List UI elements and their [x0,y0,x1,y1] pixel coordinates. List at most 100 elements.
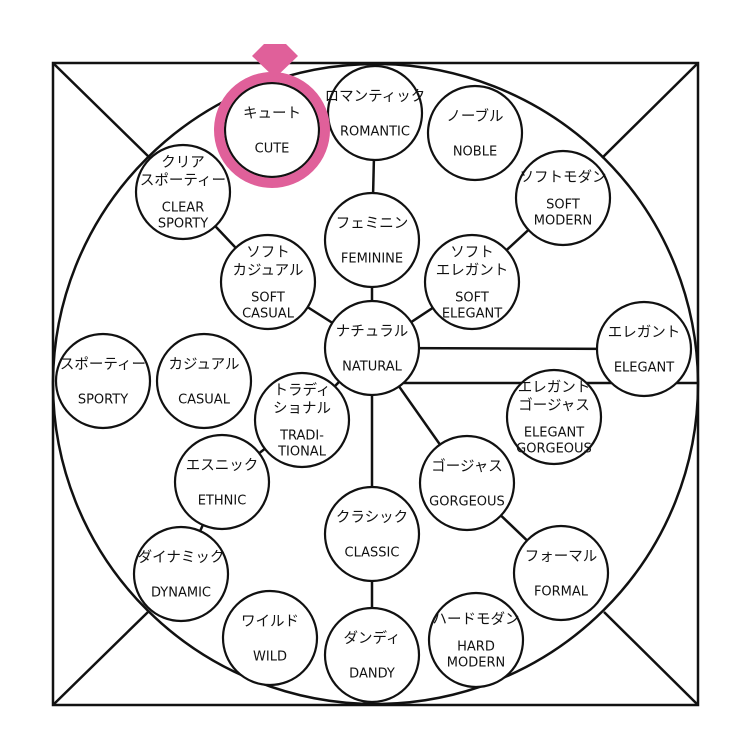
node-formal: フォーマル FORMAL [512,524,610,622]
node-circle [134,143,232,241]
node-label-en: ETHNIC [198,493,247,508]
node-label-jp: エスニック [186,457,259,474]
node-circle [219,233,317,331]
node-label-jp: クリア [161,154,205,171]
corner-diagonal-top-right [601,62,699,159]
node-label-jp: エレガント [608,324,681,341]
node-label-jp: ダイナミック [138,549,225,566]
ring-gem [252,44,298,78]
node-label-jp: ショナル [273,401,331,417]
node-circle [426,84,524,182]
node-label-en: TIONAL [277,444,327,459]
outer-ellipse [51,62,700,706]
node-label-jp: スポーティー [60,356,146,373]
node-label-jp: ゴージャス [431,457,503,475]
node-label-en: SPORTY [78,392,128,407]
node-label-jp: ゴージャス [518,396,590,414]
node-circle [323,485,421,583]
node-label-jp: スポーティー [140,172,226,189]
node-label-en: ELEGANT [442,306,502,321]
node-circle [132,525,230,623]
node-label-jp: フェミニン [336,216,409,232]
node-circle [54,332,152,430]
node-circle [512,524,610,622]
node-circle [323,299,421,397]
node-label-jp: カジュアル [232,263,303,279]
node-natural: ナチュラル NATURAL [323,299,421,397]
node-circle [323,191,421,289]
node-label-jp: フォーマル [525,549,598,565]
node-label-jp: ロマンティック [325,88,426,105]
node-label-jp: ナチュラル [336,324,409,340]
node-gorgeous: ゴージャス GORGEOUS [418,434,516,532]
node-circle [505,368,603,466]
node-ethnic: エスニック ETHNIC [173,433,271,531]
node-label-en: WILD [253,649,287,664]
node-dandy: ダンディ DANDY [323,606,421,704]
node-label-en: CLASSIC [345,545,400,560]
node-label-en: NOBLE [453,144,497,159]
node-label-en: CASUAL [242,306,295,321]
ring-band [214,72,330,188]
node-label-en: DANDY [349,666,395,681]
node-label-jp: ワイルド [241,614,299,630]
corner-diagonal-bottom-left [52,611,149,706]
corner-diagonal-bottom-right [603,611,699,706]
node-label-en: GORGEOUS [516,441,592,456]
node-label-jp: エレガント [518,379,591,396]
node-cute: キュート CUTE [223,81,321,179]
node-label-jp: ダンディ [344,629,401,647]
node-label-en: MODERN [447,655,505,670]
node-casual: カジュアル CASUAL [155,332,253,430]
node-label-jp: トラディ [274,381,331,399]
node-classic: クラシック CLASSIC [323,485,421,583]
node-label-en: GORGEOUS [429,494,505,509]
node-label-en: TRADI- [279,428,324,443]
node-circle [253,371,351,469]
node-label-en: NATURAL [342,359,402,374]
node-romantic: ロマンティック ROMANTIC [325,64,426,162]
node-label-jp: カジュアル [168,357,239,373]
node-label-en: DYNAMIC [151,585,211,600]
node-label-en: ROMANTIC [340,124,410,139]
node-label-jp: ソフト [246,245,290,261]
node-circle [514,149,612,247]
node-label-en: MODERN [534,213,592,228]
node-label-jp: ソフトモダン [520,169,607,186]
node-label-en: CLEAR [162,200,204,215]
node-circle [173,433,271,531]
node-label-en: CUTE [255,141,290,156]
node-label-jp: クラシック [336,509,408,526]
node-wild: ワイルド WILD [221,589,319,687]
node-label-en: SOFT [455,290,489,305]
node-circle [427,591,525,689]
node-label-en: SOFT [251,290,285,305]
node-label-en: FORMAL [534,584,589,599]
node-label-en: SPORTY [158,216,208,231]
node-dynamic: ダイナミック DYNAMIC [132,525,230,623]
node-circle [223,81,321,179]
node-circle [155,332,253,430]
node-circle [423,233,521,331]
node-label-en: SOFT [546,197,580,212]
node-label-en: HARD [457,639,495,654]
node-label-jp: ソフト [450,245,494,261]
node-label-jp: ノーブル [446,107,503,125]
node-circle [595,300,693,398]
node-label-en: CASUAL [178,392,231,407]
corner-diagonal-top-left [52,62,153,161]
node-circle [323,606,421,704]
node-label-jp: キュート [243,106,301,122]
node-circle [418,434,516,532]
node-label-jp: ハードモダン [433,611,520,628]
style-nodes: ロマンティックROMANTICキュートCUTEノーブルNOBLEクリアスポーティ… [54,64,693,704]
node-label-en: ELEGANT [524,425,584,440]
node-sporty: スポーティー SPORTY [54,332,152,430]
